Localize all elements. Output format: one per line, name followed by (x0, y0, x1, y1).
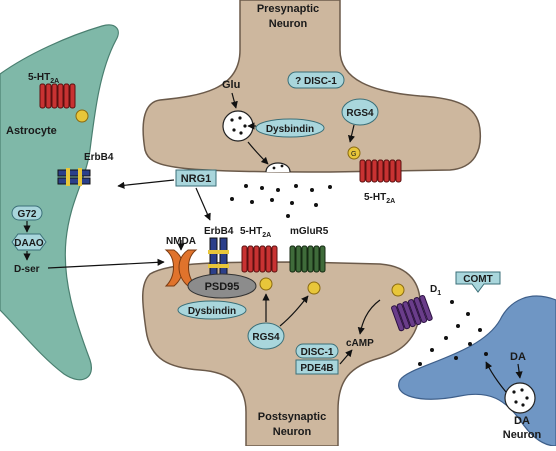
nrg1-to-post-arrow (195, 187, 211, 221)
daao-hexagon (11, 233, 47, 251)
dser-to-nmda-arrow (47, 258, 165, 269)
g72-label: G72 (18, 209, 37, 220)
ht2a-post-receptor (241, 245, 278, 273)
dysbindin-pre-pill (255, 118, 325, 138)
comt-label: COMT (463, 274, 492, 285)
pde4b-label: PDE4B (300, 363, 333, 374)
gq-pre-protein (347, 146, 361, 160)
erbb4-astro-receptor (57, 168, 91, 186)
da-neuron-label-line1: DA (514, 415, 530, 427)
mglur5-label: mGluR5 (290, 226, 329, 237)
dysbindin-pre-label: Dysbindin (266, 124, 314, 135)
nmda-receptor (164, 249, 198, 287)
fusing-vesicle (265, 162, 291, 173)
da-vesicle (504, 382, 536, 414)
ht2a-post-label: 5-HT2A (240, 226, 271, 239)
vesicle-release-arrow (247, 141, 269, 165)
rgs4-pre-label: RGS4 (346, 108, 374, 119)
disc1-pre-label: ? DISC-1 (295, 76, 337, 87)
nrg1-to-astro-arrow (117, 179, 175, 189)
fusing-vesicle-dots (272, 164, 284, 170)
dysbindin-post-pill (177, 300, 247, 320)
ht2a-astro-label: 5-HT2A (28, 72, 59, 85)
postsynaptic-label-line1: Postsynaptic (258, 411, 326, 423)
erbb4-astro-label: ErbB4 (84, 152, 114, 163)
pde4b-to-camp-arrow (339, 349, 353, 365)
presynaptic-label-line1: Presynaptic (257, 3, 319, 15)
gq-astro-protein (75, 109, 89, 123)
disc1-pre-pill (287, 71, 345, 89)
da-neuron-label-line2: Neuron (503, 429, 542, 441)
mglur5-receptor (289, 245, 326, 273)
glu-arrow (230, 92, 238, 109)
dysbindin-post-label: Dysbindin (188, 306, 236, 317)
postsynaptic-label-line2: Neuron (273, 426, 312, 438)
comt-callout (455, 271, 501, 293)
g72-pill (11, 205, 43, 221)
astrocyte-label: Astrocyte (6, 125, 57, 137)
gq-post-ht2a-protein (259, 277, 273, 291)
psd95-scaffold (187, 273, 257, 299)
disc1-post-label: DISC-1 (301, 347, 334, 358)
presynaptic-label-line2: Neuron (269, 18, 308, 30)
rgs4-post-arrow-b (279, 295, 309, 327)
dser-label: D-ser (14, 264, 40, 275)
rgs4-pre-arrow (347, 124, 355, 143)
da-label: DA (510, 351, 526, 363)
d1-receptor (391, 294, 433, 332)
ht2a-astro-receptor (39, 83, 76, 109)
ht2a-pre-label: 5-HT2A (364, 192, 395, 205)
erbb4-post-label: ErbB4 (204, 226, 234, 237)
da-release-arrow (485, 361, 507, 393)
gq-pre-label: G (351, 151, 356, 158)
synaptic-cleft-glutamate (230, 184, 332, 218)
glu-label: Glu (222, 79, 240, 91)
camp-from-d1-arrow (357, 299, 381, 335)
disc1-post-pill (295, 343, 339, 359)
rgs4-post-label: RGS4 (252, 332, 280, 343)
gs-d1-protein (391, 283, 405, 297)
d1-label: D1 (430, 284, 441, 297)
camp-label: cAMP (346, 338, 374, 349)
da-arrow (515, 363, 523, 379)
psd95-label: PSD95 (205, 281, 240, 293)
astrocyte-cell (0, 24, 119, 381)
dopamine-molecules (418, 300, 488, 366)
rgs4-pre-pill (341, 98, 379, 126)
ht2a-pre-receptor (359, 159, 402, 183)
pde4b-box (295, 359, 339, 375)
da-vesicle-dots (512, 388, 529, 407)
gq-post-mglur5-protein (307, 281, 321, 295)
nrg1-box (175, 169, 217, 187)
daao-label: DAAO (14, 238, 44, 249)
glu-vesicle-dots (230, 116, 247, 135)
nrg1-label: NRG1 (181, 173, 212, 185)
rgs4-post-pill (247, 322, 285, 350)
